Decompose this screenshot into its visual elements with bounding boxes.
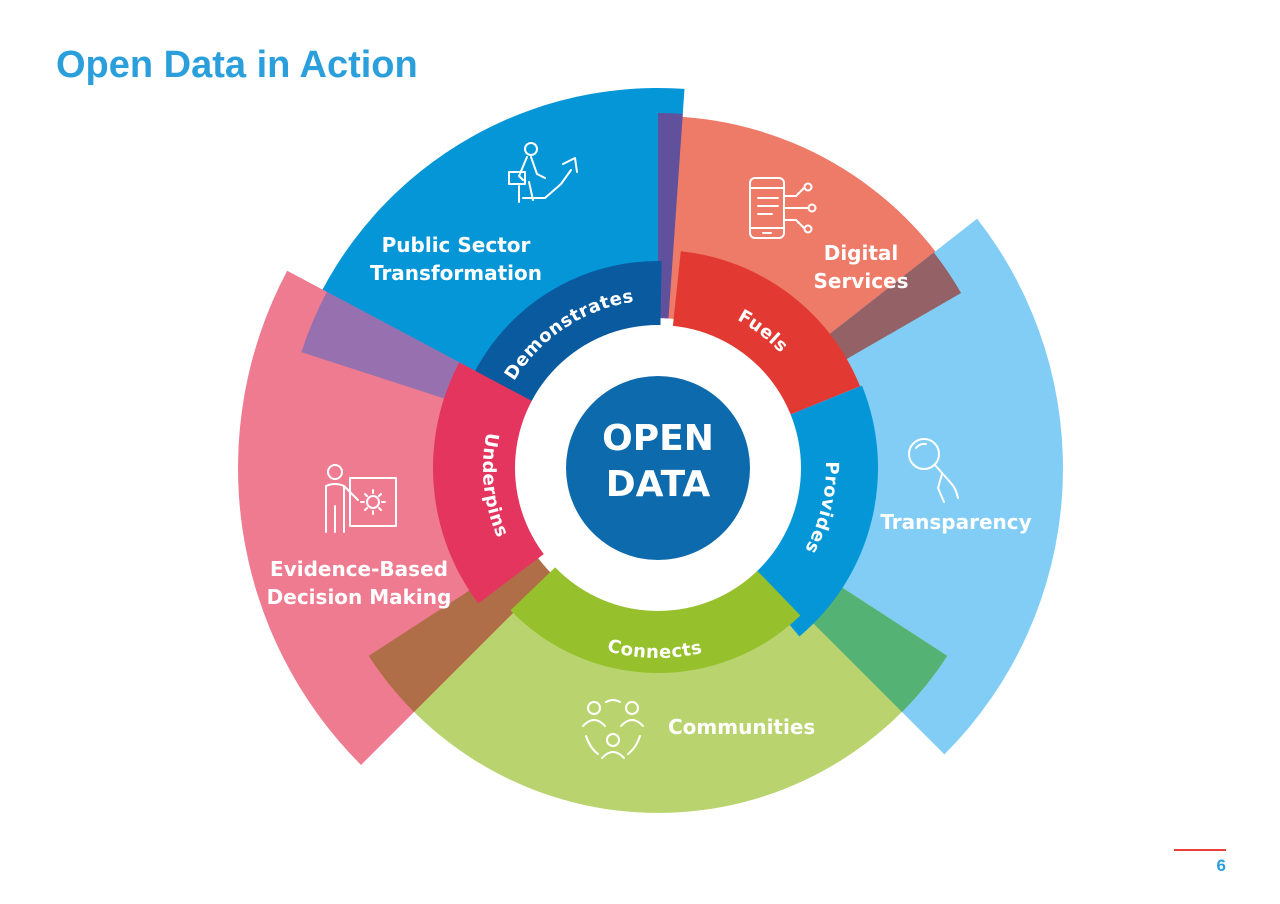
label-evidence-based-line2: Decision Making	[267, 585, 452, 609]
label-digital-services-line1: Digital	[824, 241, 899, 265]
people-network-icon	[582, 699, 644, 759]
inner-band-evidence-based	[432, 362, 547, 604]
presenter-gear-icon	[325, 464, 397, 533]
label-public-sector-line2: Transformation	[370, 261, 542, 285]
magnifier-hand-icon	[908, 438, 959, 503]
label-public-sector-line1: Public Sector	[382, 233, 531, 257]
page-number-rule	[1174, 849, 1226, 851]
overlap-blue-red	[658, 113, 683, 319]
center-label-line2: DATA	[606, 464, 711, 505]
page-number: 6	[1216, 856, 1226, 875]
inner-band-digital-services	[672, 251, 861, 416]
label-digital-services-line2: Services	[813, 269, 908, 293]
open-data-center	[566, 376, 750, 560]
center-label-line1: OPEN	[602, 418, 714, 459]
label-transparency: Transparency	[880, 510, 1031, 534]
inner-band-public-sector	[464, 260, 662, 418]
inner-band-transparency	[748, 385, 878, 637]
overlap-green-pink	[368, 549, 552, 712]
label-evidence-based-line1: Evidence-Based	[270, 557, 448, 581]
person-growth-arrow-icon	[508, 142, 578, 203]
phone-circuit-icon	[749, 177, 817, 239]
label-communities: Communities	[668, 715, 815, 739]
page-title: Open Data in Action	[56, 44, 418, 86]
